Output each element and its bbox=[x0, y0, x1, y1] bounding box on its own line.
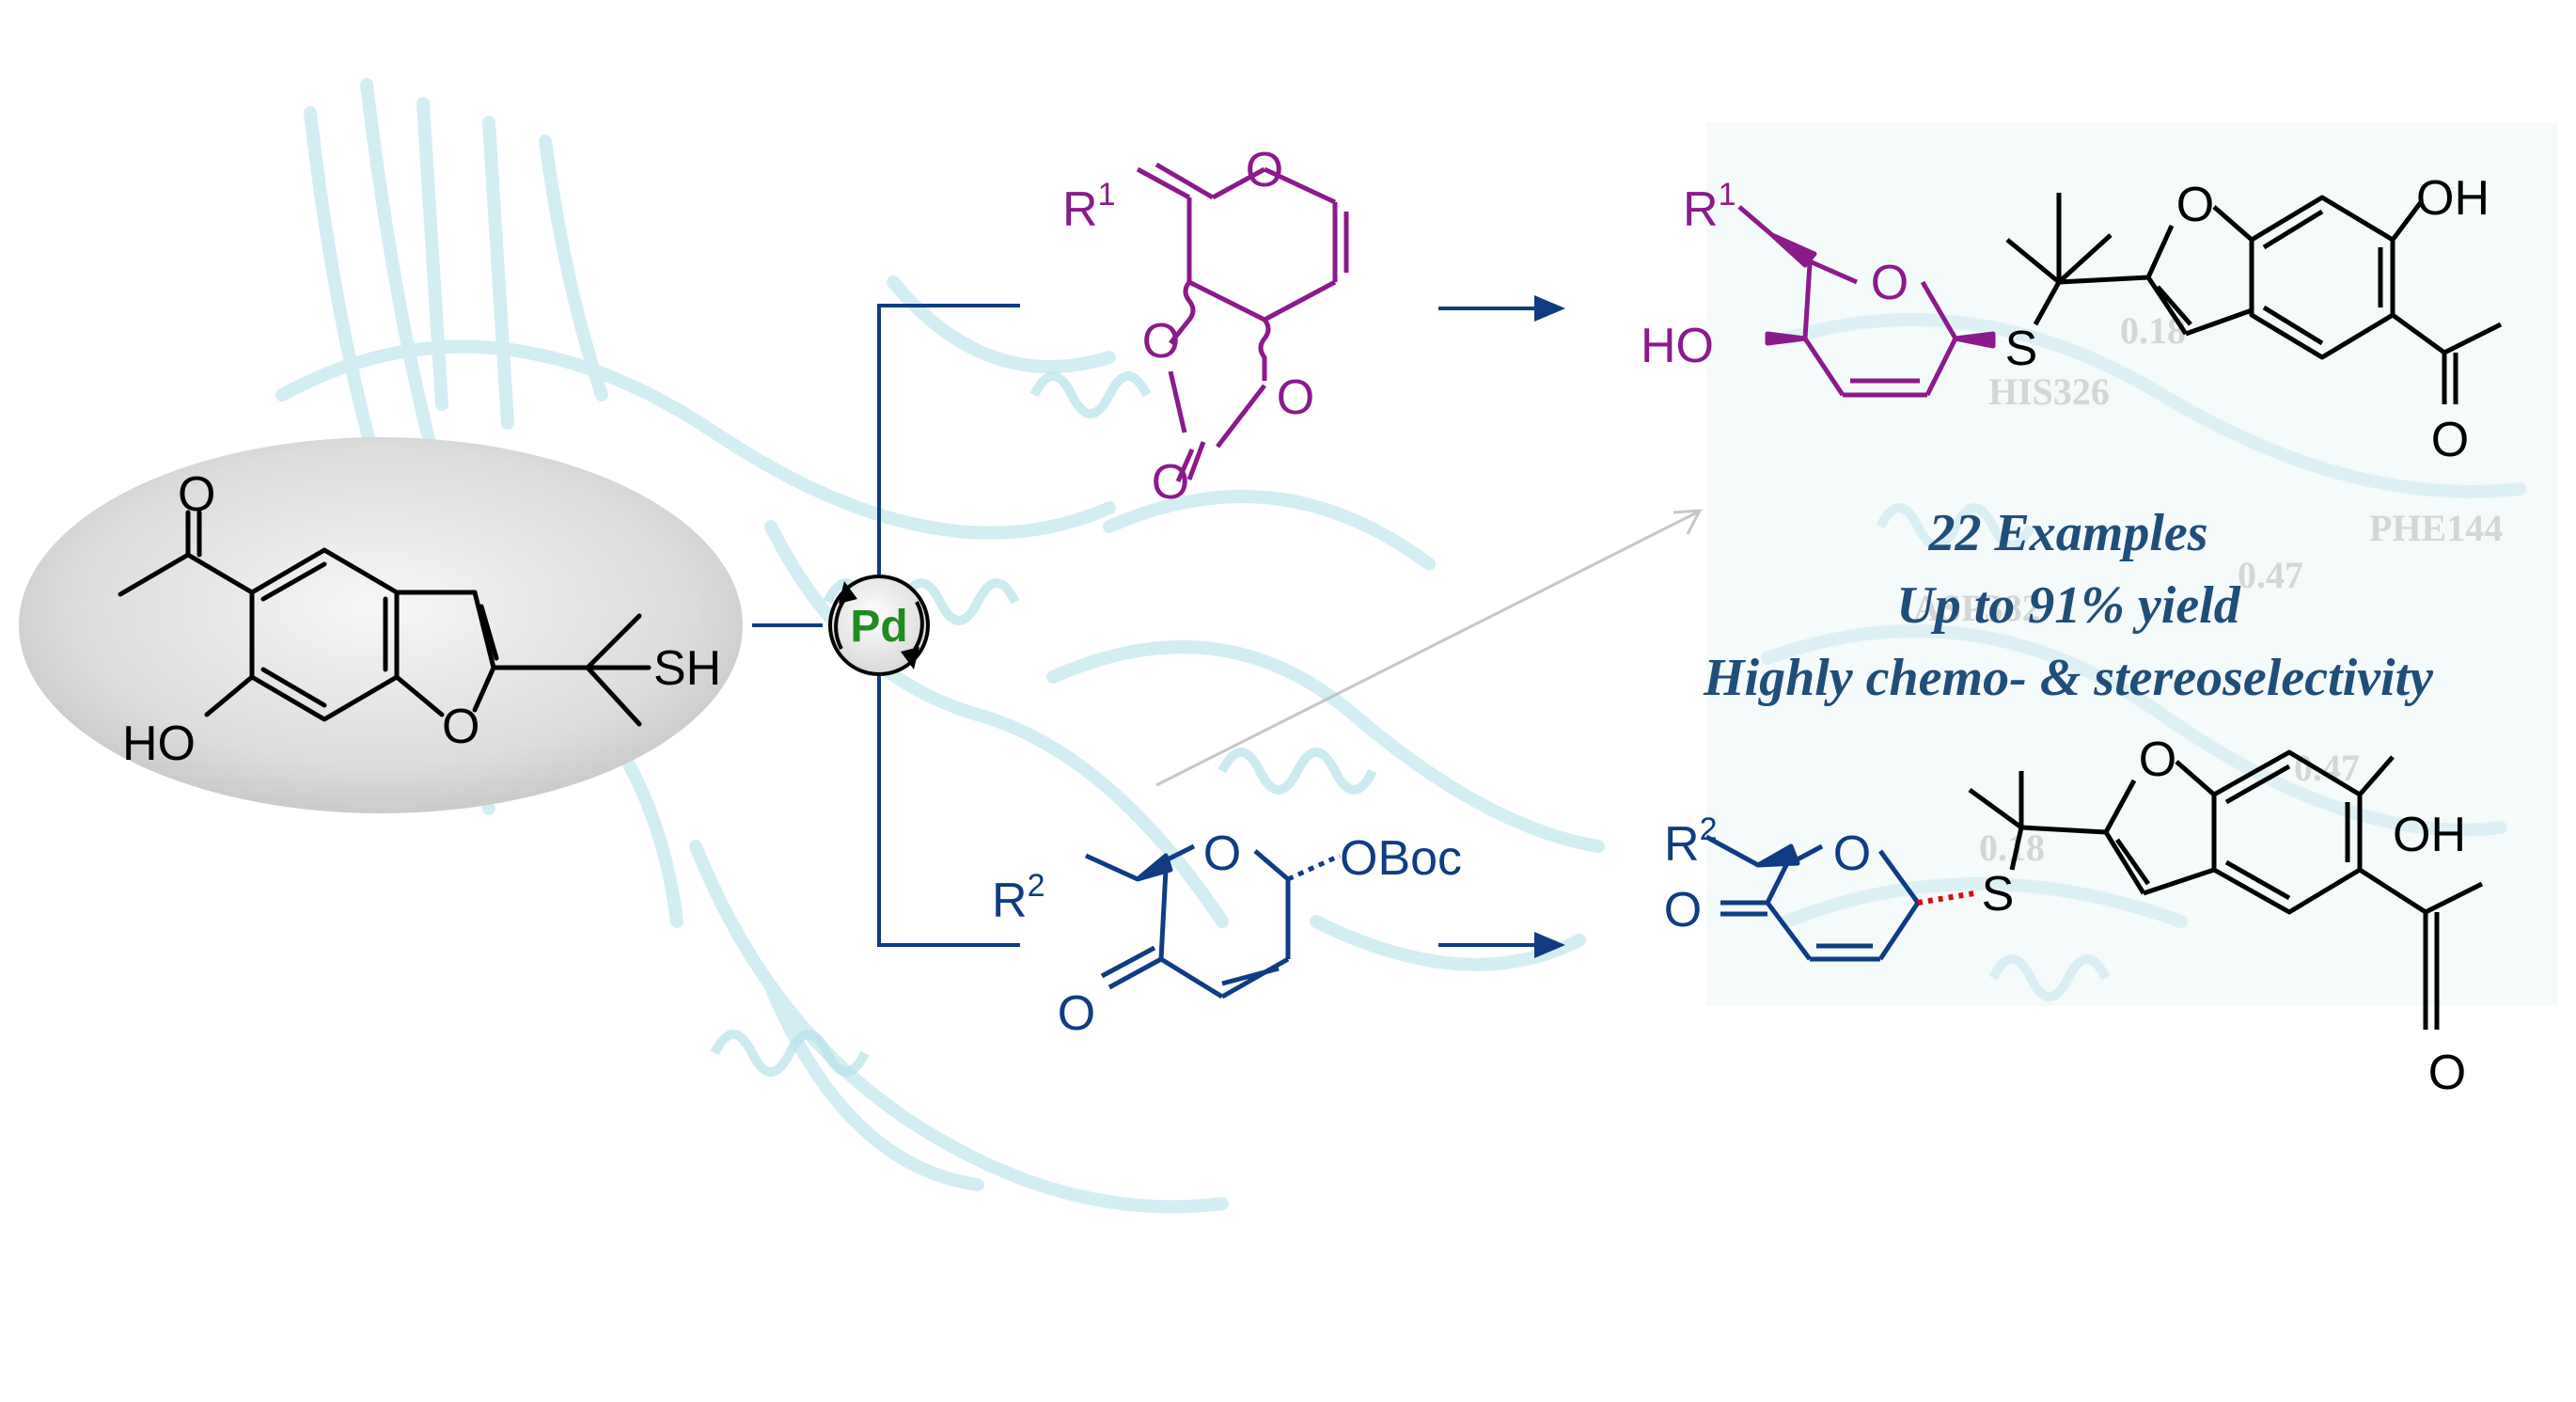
reaction-arrows bbox=[1438, 295, 1565, 958]
top-ring-o: O bbox=[1871, 256, 1908, 310]
starting-thiol-atoms: O HO O SH bbox=[122, 467, 721, 771]
glycal-ring-o: O bbox=[1246, 143, 1283, 197]
highlight-examples: 22 Examples bbox=[1927, 504, 2207, 562]
bottom-phenol: OH bbox=[2393, 808, 2466, 862]
distance-2: 0.47 bbox=[2238, 554, 2303, 596]
bottom-product-sugar-atoms: R2 O O bbox=[1664, 811, 1871, 937]
protein-background bbox=[275, 78, 2526, 1214]
faint-arrow bbox=[1155, 509, 1703, 787]
pyranone-r-group: R2 bbox=[992, 868, 1045, 928]
starting-thiol bbox=[118, 510, 652, 727]
top-product-sugar bbox=[1737, 205, 1996, 398]
top-product-aglycone bbox=[2005, 193, 2503, 404]
start-thiol: SH bbox=[653, 641, 721, 696]
glycal-carbonate-o1: O bbox=[1142, 314, 1180, 369]
residue-phe: PHE144 bbox=[2369, 507, 2503, 549]
highlights: 22 Examples Up to 91% yield Highly chemo… bbox=[1703, 504, 2434, 707]
glycal-carbonate-o2: O bbox=[1277, 370, 1314, 425]
residue-asp: ASP382 bbox=[1913, 587, 2041, 629]
bottom-product-aglycone-atoms: S O OH O bbox=[1982, 733, 2467, 1100]
bottom-ring-o: O bbox=[1833, 827, 1871, 881]
bottom-benzofuran-o: O bbox=[2139, 733, 2176, 787]
glycal-carbonate-o3: O bbox=[1152, 455, 1189, 510]
top-acetyl-o: O bbox=[2431, 413, 2469, 467]
start-carbonyl-o: O bbox=[178, 467, 215, 522]
top-r-group: R1 bbox=[1683, 177, 1736, 237]
branch-lines bbox=[752, 304, 1020, 947]
pd-label: Pd bbox=[850, 602, 907, 652]
bottom-product-sugar bbox=[1704, 834, 1975, 962]
top-sulfur: S bbox=[2005, 322, 2038, 376]
pd-catalyst: Pd bbox=[828, 575, 930, 676]
residue-his: HIS326 bbox=[1988, 370, 2110, 413]
glycal-r-group: R1 bbox=[1062, 177, 1115, 237]
top-product-sugar-atoms: R1 HO O bbox=[1641, 177, 1908, 373]
glycal-substrate bbox=[1136, 162, 1349, 483]
pyranone-ring-o: O bbox=[1203, 827, 1241, 881]
glycal-atoms: R1 O O O O bbox=[1062, 143, 1314, 510]
top-benzofuran-o: O bbox=[2176, 178, 2214, 232]
distance-3: 0.47 bbox=[2294, 747, 2360, 789]
pyranone-leaving-group: OBoc bbox=[1340, 831, 1462, 886]
highlight-yield: Up to 91% yield bbox=[1896, 576, 2240, 635]
residue-labels: HIS326 PHE144 ASP382 0.18 0.47 0.47 0.18 bbox=[1913, 309, 2503, 869]
bottom-r-group: R2 bbox=[1664, 811, 1717, 872]
start-ring-o: O bbox=[442, 700, 479, 754]
top-product-aglycone-atoms: S O OH O bbox=[2005, 171, 2490, 467]
bottom-acetyl-o: O bbox=[2428, 1046, 2466, 1100]
pyranone-ketone-o: O bbox=[1058, 986, 1095, 1041]
top-phenol: OH bbox=[2416, 171, 2490, 226]
start-oh: HO bbox=[122, 717, 196, 771]
bottom-sulfur: S bbox=[1982, 867, 2015, 922]
bottom-ketone-o: O bbox=[1664, 883, 1702, 937]
bottom-product-aglycone bbox=[1968, 749, 2484, 1030]
top-oh: HO bbox=[1641, 319, 1714, 373]
highlight-selectivity: Highly chemo- & stereoselectivity bbox=[1703, 649, 2434, 707]
pyranone-substrate bbox=[1084, 843, 1342, 1000]
protein-helices bbox=[710, 371, 2111, 1077]
pyranone-atoms: R2 O OBoc O bbox=[992, 827, 1462, 1041]
